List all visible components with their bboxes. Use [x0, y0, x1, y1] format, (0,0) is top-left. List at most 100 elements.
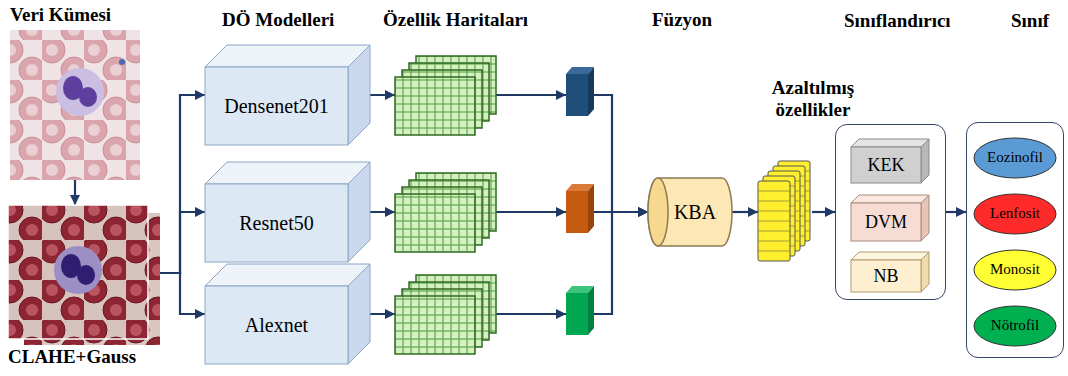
image-frame — [8, 205, 148, 339]
connector — [946, 211, 966, 213]
box-front-face — [205, 184, 348, 262]
feature-sheet — [758, 181, 790, 261]
enhanced-smear-image — [8, 205, 148, 339]
box-front-face — [851, 260, 921, 292]
classifier-box: KEK — [851, 139, 929, 183]
ellipse-shape — [974, 194, 1056, 234]
node-label: Resnet50 — [239, 212, 313, 235]
heading: Veri Kümesi — [10, 4, 111, 26]
node-label: Densenet201 — [224, 95, 328, 118]
feature-cell-line — [758, 231, 790, 232]
classifier-box: NB — [851, 252, 929, 292]
class-ellipse: Eozinofil — [973, 137, 1057, 179]
connector — [74, 180, 76, 205]
class-ellipse: Monosit — [973, 249, 1057, 291]
node-label: Lenfosit — [990, 205, 1040, 222]
heading: Sınıflandırıcı — [844, 10, 951, 32]
cylinder-end — [648, 178, 668, 246]
node-label: DVM — [865, 212, 907, 233]
node-label: KBA — [674, 201, 716, 224]
box-top-face — [851, 139, 929, 147]
heading: CLAHE+Gauss — [8, 346, 136, 368]
column-heading: Füzyon — [652, 9, 712, 31]
box-top-face — [851, 252, 929, 260]
white-cell — [56, 68, 104, 116]
feature-block — [588, 286, 594, 335]
arrowhead — [385, 207, 395, 217]
feature-map-stack — [395, 275, 496, 354]
model-box: Densenet201 — [205, 45, 370, 145]
class-ellipse: Nötrofil — [973, 305, 1057, 347]
heading: Sınıf — [1011, 10, 1049, 32]
arrowhead — [556, 207, 566, 217]
arrowhead — [556, 309, 566, 319]
fusion-cylinder: KBA — [648, 178, 732, 246]
box-side-face — [921, 195, 929, 241]
arrowhead — [385, 309, 395, 319]
blood-smear-image — [10, 30, 140, 180]
connector — [160, 95, 205, 273]
box-top-face — [205, 45, 370, 67]
box-side-face — [348, 264, 370, 364]
model-box: Alexnet — [205, 264, 370, 364]
node-label: Eozinofil — [987, 149, 1043, 166]
box-top-face — [205, 162, 370, 184]
white-cell — [54, 246, 102, 294]
red-cells — [8, 205, 148, 339]
ellipse-shape — [974, 138, 1056, 178]
ellipse-shape — [974, 306, 1056, 346]
image-ground — [8, 205, 148, 339]
box-front-face — [851, 147, 921, 183]
cylinder-body — [648, 178, 732, 246]
nucleus — [79, 87, 97, 107]
connector — [732, 211, 758, 213]
box-top-face — [205, 264, 370, 286]
box-front-face — [205, 67, 348, 145]
node-label: NB — [873, 266, 898, 287]
red-cells — [10, 30, 140, 180]
box-top-face — [851, 195, 929, 203]
nucleus — [77, 265, 95, 285]
node-label: Nötrofil — [991, 317, 1039, 334]
feature-cell-line — [758, 221, 790, 222]
connector — [812, 211, 835, 213]
feature-block — [566, 191, 588, 233]
column-heading: DÖ Modelleri — [222, 9, 334, 31]
class-ellipse: Lenfosit — [973, 193, 1057, 235]
ellipse-shape — [974, 250, 1056, 290]
model-box: Resnet50 — [205, 162, 370, 262]
platelet — [119, 59, 125, 65]
box-front-face — [851, 203, 921, 241]
feature-cell-line — [758, 251, 790, 252]
connector — [160, 273, 205, 314]
feature-block — [588, 67, 594, 116]
node-label: KEK — [868, 155, 905, 176]
column-heading: Özellik Haritaları — [383, 9, 528, 31]
feature-cell-line — [758, 201, 790, 202]
image-panel: Veri Kümesi — [10, 30, 140, 180]
arrowhead — [556, 90, 566, 100]
arrowhead — [385, 90, 395, 100]
node-label: Monosit — [990, 261, 1040, 278]
feature-cell-line — [758, 241, 790, 242]
feature-stack-shape — [758, 161, 812, 263]
feature-cell-line — [758, 191, 790, 192]
feature-stack: Azaltılmış özellikler — [758, 161, 812, 263]
connector — [160, 212, 205, 273]
box-side-face — [348, 45, 370, 145]
box-side-face — [921, 252, 929, 292]
classifier-group: SınıflandırıcıKEKDVMNB — [835, 124, 946, 300]
feature-map-stack — [395, 56, 496, 135]
class-group: SınıfEozinofilLenfositMonositNötrofil — [966, 122, 1064, 358]
node-label: Alexnet — [245, 314, 308, 337]
box-side-face — [921, 139, 929, 183]
feature-cell-line — [758, 211, 790, 212]
feature-map-stack — [395, 173, 496, 252]
feature-block — [588, 184, 594, 233]
classifier-box: DVM — [851, 195, 929, 241]
feature-block — [566, 293, 588, 335]
image-ground — [10, 30, 140, 180]
image-panel: CLAHE+Gauss — [8, 205, 160, 341]
heading: Azaltılmış özellikler — [753, 77, 873, 121]
